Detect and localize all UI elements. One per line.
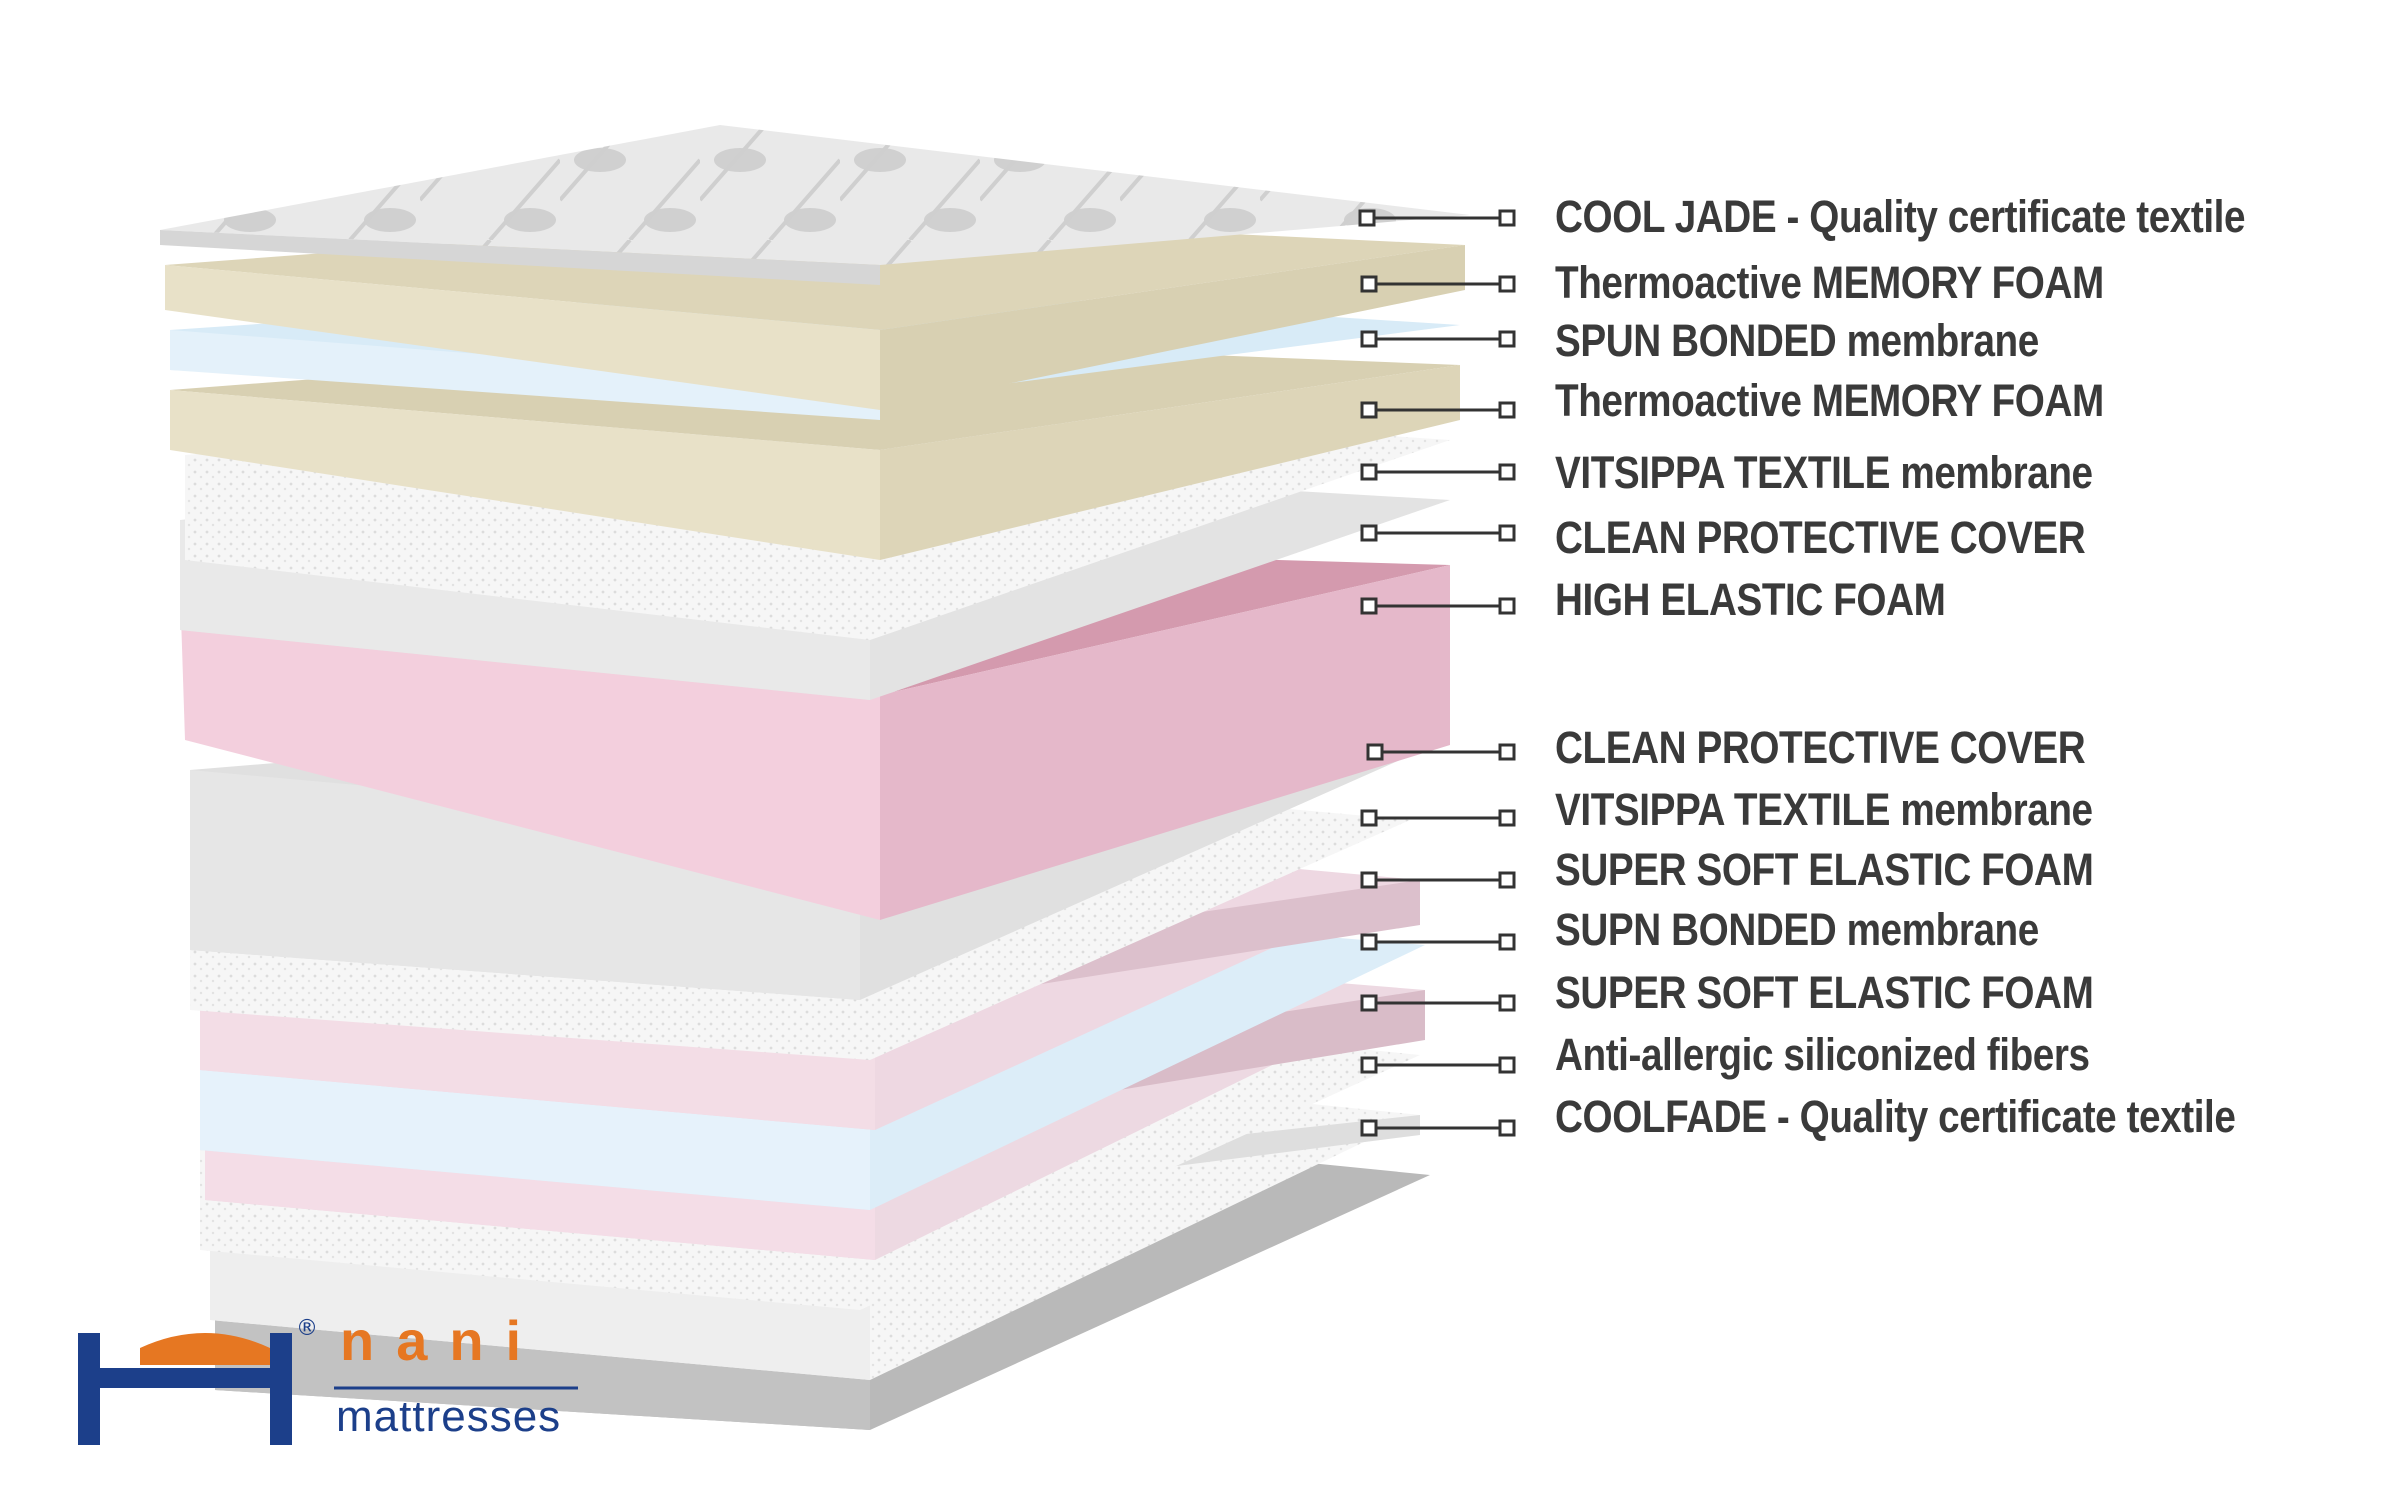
callout-leader-12 — [1360, 994, 1516, 1012]
layer-label-5: VITSIPPA TEXTILE membrane — [1555, 447, 2093, 498]
callout-leader-6 — [1360, 524, 1516, 542]
layer-label-11: SUPN BONDED membrane — [1555, 904, 2039, 955]
layer-label-6: CLEAN PROTECTIVE COVER — [1555, 512, 2086, 563]
layer-label-4: Thermoactive MEMORY FOAM — [1555, 375, 2104, 426]
layer-label-10: SUPER SOFT ELASTIC FOAM — [1555, 844, 2094, 895]
callout-leaders — [1358, 209, 1516, 1137]
layer-label-9: VITSIPPA TEXTILE membrane — [1555, 784, 2093, 835]
layer-label-13: Anti-allergic siliconized fibers — [1555, 1029, 2090, 1080]
callout-leader-13 — [1360, 1056, 1516, 1074]
layer-label-1: COOL JADE - Quality certificate textile — [1555, 191, 2246, 242]
layer-label-12: SUPER SOFT ELASTIC FOAM — [1555, 967, 2094, 1018]
registered-mark: ® — [296, 1316, 318, 1341]
layer-label-8: CLEAN PROTECTIVE COVER — [1555, 722, 2086, 773]
brand-subtitle: mattresses — [336, 1392, 562, 1441]
callout-leader-2 — [1360, 275, 1516, 293]
cool-jade-quilted-top — [160, 125, 1470, 285]
callout-leader-10 — [1360, 871, 1516, 889]
callout-leader-5 — [1360, 463, 1516, 481]
brand-name: nani — [340, 1309, 544, 1372]
layer-label-3: SPUN BONDED membrane — [1555, 315, 2039, 366]
callout-leader-8 — [1366, 743, 1516, 761]
callout-leader-14 — [1360, 1119, 1516, 1137]
layer-label-14: COOLFADE - Quality certificate textile — [1555, 1091, 2236, 1142]
callout-leader-9 — [1360, 809, 1516, 827]
layer-label-7: HIGH ELASTIC FOAM — [1555, 574, 1946, 625]
callout-leader-1 — [1358, 209, 1516, 227]
callout-leader-7 — [1360, 597, 1516, 615]
layer-label-2: Thermoactive MEMORY FOAM — [1555, 257, 2104, 308]
bed-h-icon — [78, 1333, 292, 1445]
callout-leader-4 — [1360, 401, 1516, 419]
callout-leader-11 — [1360, 933, 1516, 951]
callout-leader-3 — [1360, 330, 1516, 348]
